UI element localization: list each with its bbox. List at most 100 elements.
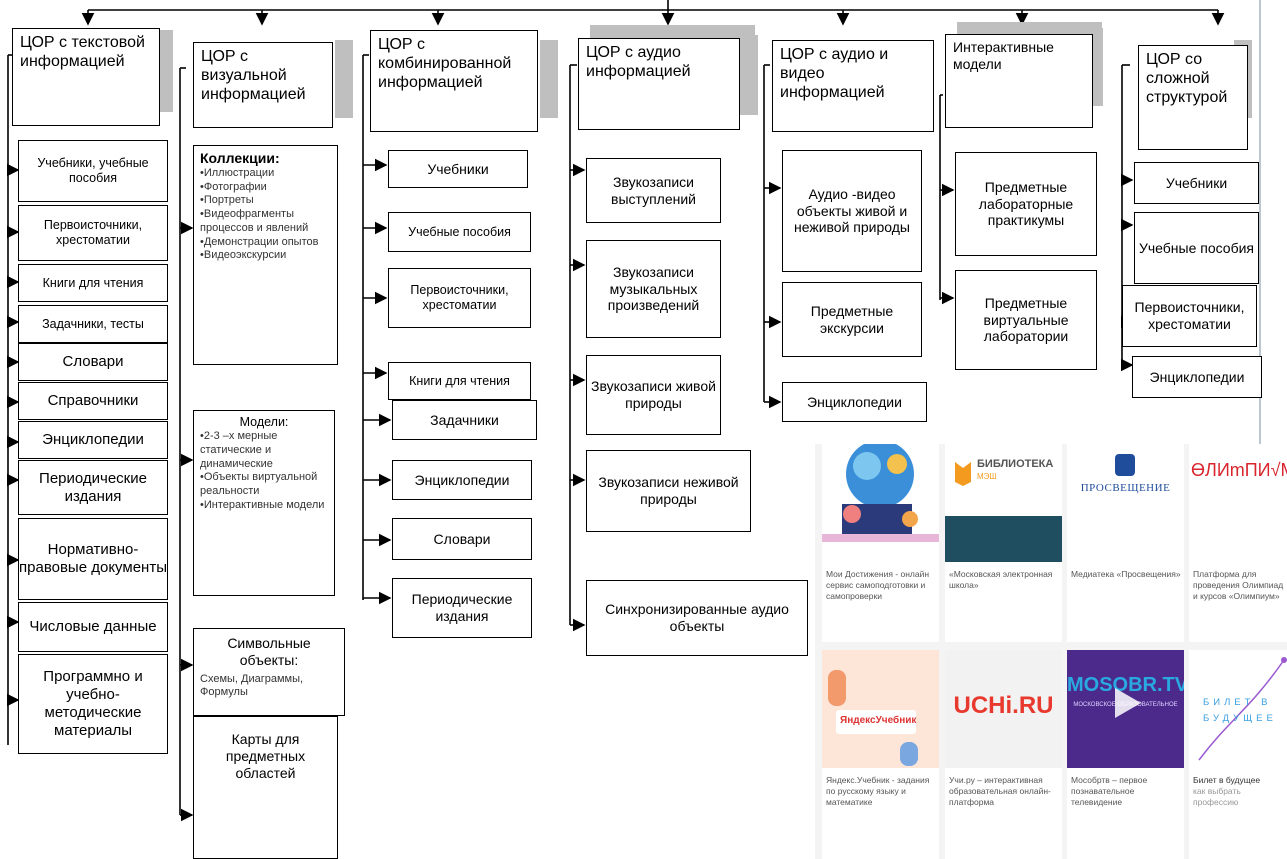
card-biblioteka-mesh[interactable]: БИБЛИОТЕКА МЭШ «Московская электронная ш… [945,444,1062,642]
text-item: Энциклопедии [18,421,168,459]
text-item: Первоисточники, хрестоматии [18,205,168,261]
card-prosveshchenie[interactable]: ПРОСВЕЩЕНИЕ Медиатека «Просвещения» [1067,444,1184,642]
column-header-combined: ЦОР с комбинированной информацией [370,30,538,132]
collection-item: •Портреты [200,194,254,207]
combined-item: Учебники [388,150,528,188]
column-header-av: ЦОР с аудио и видео информацией [772,40,934,132]
card-logo: ӨЛИmПИ√M [1191,460,1287,480]
card-thumbnail [822,444,939,562]
card-thumbnail: БИБЛИОТЕКА МЭШ [945,444,1062,562]
card-logo: UCHi.RU [953,692,1054,719]
card-caption: Мои Достижения - онлайн сервис самоподго… [826,569,930,602]
card-logo-sub: МЭШ [977,472,997,481]
combined-item: Периодические издания [392,578,532,638]
collection-item: •Фотографии [200,180,267,193]
complex-item: Энциклопедии [1132,356,1262,398]
curve-decoration [1198,657,1287,761]
combined-item: Задачники [392,400,537,440]
shield-icon [1115,454,1135,476]
card-caption: Платформа для проведения Олимпиад и курс… [1193,569,1284,602]
audio-item: Звукозаписи выступлений [586,158,721,223]
card-uchi-ru[interactable]: UCHi.RU Учи.ру – интерактивная образоват… [945,650,1062,859]
av-item: Энциклопедии [782,382,927,422]
text-item: Задачники, тесты [18,305,168,343]
card-caption: «Московская электронная школа» [949,569,1053,591]
card-logo: БИЛЕТ В БУДУЩЕЕ [1203,697,1277,725]
complex-item: Первоисточники, хрестоматии [1122,285,1257,347]
card-band [945,516,1062,562]
symbolic-text: Схемы, Диаграммы, Формулы [200,672,304,699]
text-item: Учебники, учебные пособия [18,140,168,202]
text-item: Справочники [18,382,168,420]
complex-item: Учебники [1134,162,1259,204]
column-header-text: ЦОР с текстовой информацией [12,28,160,126]
card-logo-bg [836,710,916,734]
text-item: Периодические издания [18,460,168,515]
card-logo: ЯндексУчебник [840,715,917,726]
text-item: Числовые данные [18,602,168,652]
card-moi-dostizheniya[interactable]: Мои Достижения - онлайн сервис самоподго… [822,444,939,642]
card-yandex-uchebnik[interactable]: ЯндексУчебник Яндекс.Учебник - задания п… [822,650,939,859]
card-caption-sub: как выбрать профессию [1193,786,1241,808]
header-shadow [540,40,558,118]
card-olimpium[interactable]: ӨЛИmПИ√M Платформа для проведения Олимпи… [1189,444,1287,642]
text-item: Словари [18,343,168,381]
combined-item: Словари [392,518,532,560]
card-thumbnail: БИЛЕТ В БУДУЩЕЕ [1189,650,1287,768]
header-shadow [957,22,1102,36]
collection-item: •Демонстрации опытов [200,235,319,248]
models-title: Модели: [239,415,289,429]
card-thumbnail: ЯндексУчебник [822,650,939,768]
card-thumbnail: UCHi.RU [945,650,1062,768]
collections-title: Коллекции: [200,150,280,166]
model-item: •2-3 –х мерные статические и динамически… [200,430,278,470]
card-caption: Медиатека «Просвещения» [1071,569,1181,579]
combined-item: Первоисточники, хрестоматии [388,268,531,328]
collection-item: •Видеофрагменты процессов и явлений [200,208,309,234]
text-item: Нормативно-правовые документы [18,518,168,600]
card-caption: Яндекс.Учебник - задания по русскому язы… [826,775,930,808]
book-icon [953,458,973,486]
complex-item: Учебные пособия [1134,212,1259,284]
model-item: •Интерактивные модели [200,498,325,511]
column-header-complex: ЦОР со сложной структурой [1138,45,1248,150]
card-caption: Учи.ру – интерактивная образовательная о… [949,775,1051,808]
card-thumbnail: MOSOBR.TV МОСКОВСКОЕ ОБРАЗОВАТЕЛЬНОЕ [1067,650,1184,768]
models-box: Модели: •2-3 –х мерные статические и дин… [193,410,335,596]
interactive-item: Предметные лабораторные практикумы [955,152,1097,256]
card-thumbnail: ПРОСВЕЩЕНИЕ [1067,444,1184,562]
maps-box: Карты для предметных областей [193,716,338,859]
text-item: Книги для чтения [18,264,168,302]
card-caption: Билет в будущее [1193,775,1261,785]
card-thumbnail: ӨЛИmПИ√M [1189,444,1287,562]
card-logo: MOSOBR.TV [1067,674,1184,696]
play-icon[interactable] [1109,686,1143,725]
audio-item: Звукозаписи музыкальных произведений [586,240,721,338]
model-item: •Объекты виртуальной реальности [200,471,318,497]
illustration-icon [822,444,939,542]
card-logo: БИБЛИОТЕКА [977,458,1054,470]
card-bilet-v-budushchee[interactable]: БИЛЕТ В БУДУЩЕЕ Билет в будущее как выбр… [1189,650,1287,859]
collections-box: Коллекции: •Иллюстрации •Фотографии •Пор… [193,145,338,365]
header-shadow [335,40,353,118]
column-header-visual: ЦОР с визуальной информацией [193,42,333,128]
symbolic-title: Символьные объекты: [227,635,311,668]
card-mosobr-tv[interactable]: MOSOBR.TV МОСКОВСКОЕ ОБРАЗОВАТЕЛЬНОЕ Мос… [1067,650,1184,859]
card-logo: ПРОСВЕЩЕНИЕ [1080,482,1171,494]
person-icon [900,742,918,766]
column-header-audio: ЦОР с аудио информацией [578,38,740,130]
collection-item: •Иллюстрации [200,166,275,179]
collection-item: •Видеоэкскурсии [200,249,287,262]
person-icon [828,670,846,706]
audio-item: Звукозаписи живой природы [586,355,721,435]
interactive-item: Предметные виртуальные лаборатории [955,270,1097,370]
header-shadow [740,35,758,115]
card-caption: Мособртв – первое познавательное телевид… [1071,775,1148,808]
combined-item: Учебные пособия [388,212,531,252]
av-item: Аудио -видео объекты живой и неживой при… [782,150,922,272]
combined-item: Энциклопедии [392,460,532,500]
av-item: Предметные экскурсии [782,282,922,357]
audio-item: Синхронизированные аудио объекты [586,580,808,656]
column-header-interactive: Интерактивные модели [945,34,1093,128]
